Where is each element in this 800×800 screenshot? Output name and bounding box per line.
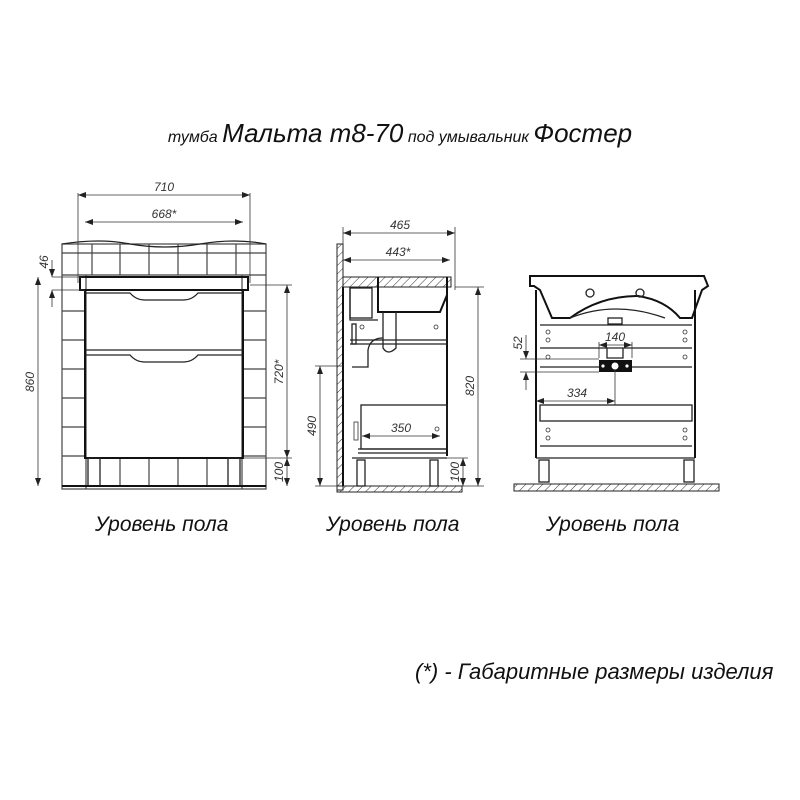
back-floor-label: Уровень пола	[546, 513, 680, 536]
back-drain-offset-dim: 52	[511, 336, 525, 350]
side-view: 465 443* 820 100 490 350	[305, 218, 484, 493]
back-bracket-width-dim: 140	[605, 330, 625, 344]
side-shelf-depth-dim: 350	[391, 421, 411, 435]
side-floor-label: Уровень пола	[326, 513, 460, 536]
title-prefix: тумба	[167, 129, 218, 146]
title-model: Мальта т8-70	[222, 118, 404, 148]
front-body-height-dim: 720*	[272, 359, 286, 384]
drawing-title: тумба Мальта т8-70 под умывальник Фостер	[0, 118, 800, 149]
footnote: (*) - Габаритные размеры изделия	[415, 659, 774, 684]
front-floor-label: Уровень пола	[95, 513, 229, 536]
side-drain-height-dim: 490	[305, 416, 319, 436]
back-drain-center-dim: 334	[567, 386, 587, 400]
title-middle: под умывальник	[407, 129, 529, 146]
front-leg-height-dim: 100	[272, 462, 286, 482]
back-view: 140 52 334	[511, 275, 720, 492]
side-leg-height-dim: 100	[448, 462, 462, 482]
front-top-thickness-dim: 46	[37, 255, 51, 269]
title-sink: Фостер	[533, 118, 633, 148]
side-height-dim: 820	[463, 376, 477, 396]
side-depth-dim: 465	[390, 218, 410, 232]
tile-wall	[61, 243, 267, 490]
front-total-height-dim: 860	[23, 372, 37, 392]
side-body-depth-dim: 443*	[386, 245, 411, 259]
front-view: 710 668* 46 860 720* 100	[23, 180, 292, 490]
front-body-width-dim: 668*	[152, 207, 177, 221]
front-width-dim: 710	[154, 180, 174, 194]
